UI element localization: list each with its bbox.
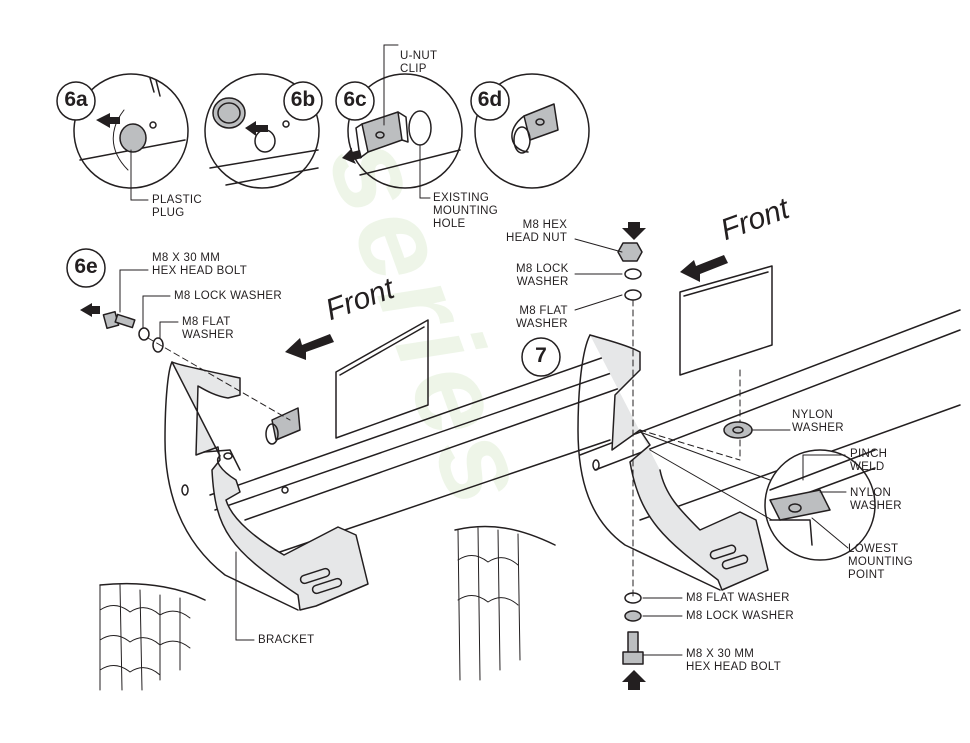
right-assembly [454,222,961,690]
detail-6d [474,73,590,189]
label-7-lock-washer-bottom: M8 LOCK WASHER [686,610,794,622]
label-bracket: BRACKET [258,634,315,646]
label-6e-lock-washer: M8 LOCK WASHER [174,290,282,302]
label-7-pinch-weld: PINCH WELD [850,448,888,473]
label-7-lowest-point: LOWEST MOUNTING POINT [848,543,914,581]
step-6a-label: 6a [64,88,88,111]
step-6c-label: 6c [343,88,367,111]
label-7-lock-washer-top: M8 LOCK WASHER [516,263,569,288]
step-6d-label: 6d [477,88,503,111]
label-unut-clip: U-NUT CLIP [400,50,438,75]
detail-6a [73,73,189,201]
detail-6c [342,44,463,199]
label-7-flat-washer-top: M8 FLAT WASHER [516,305,568,330]
detail-6b [204,73,320,189]
step-6b-label: 6b [290,88,316,111]
label-7-flat-washer-bottom: M8 FLAT WASHER [686,592,790,604]
step-6e-label: 6e [74,255,98,278]
label-6e-flat-washer: M8 FLAT WASHER [182,316,234,341]
label-plastic-plug: PLASTIC PLUG [152,194,203,219]
left-assembly [80,269,621,691]
label-7-bolt-bottom: M8 X 30 MM HEX HEAD BOLT [686,648,782,673]
step-7-label: 7 [535,344,547,367]
label-7-nylon-washer-2: NYLON WASHER [850,487,902,512]
label-7-hex-nut: M8 HEX HEAD NUT [506,219,568,244]
label-6e-bolt: M8 X 30 MM HEX HEAD BOLT [152,252,248,277]
label-existing-hole: EXISTING MOUNTING HOLE [433,192,499,230]
label-7-nylon-washer: NYLON WASHER [792,409,844,434]
